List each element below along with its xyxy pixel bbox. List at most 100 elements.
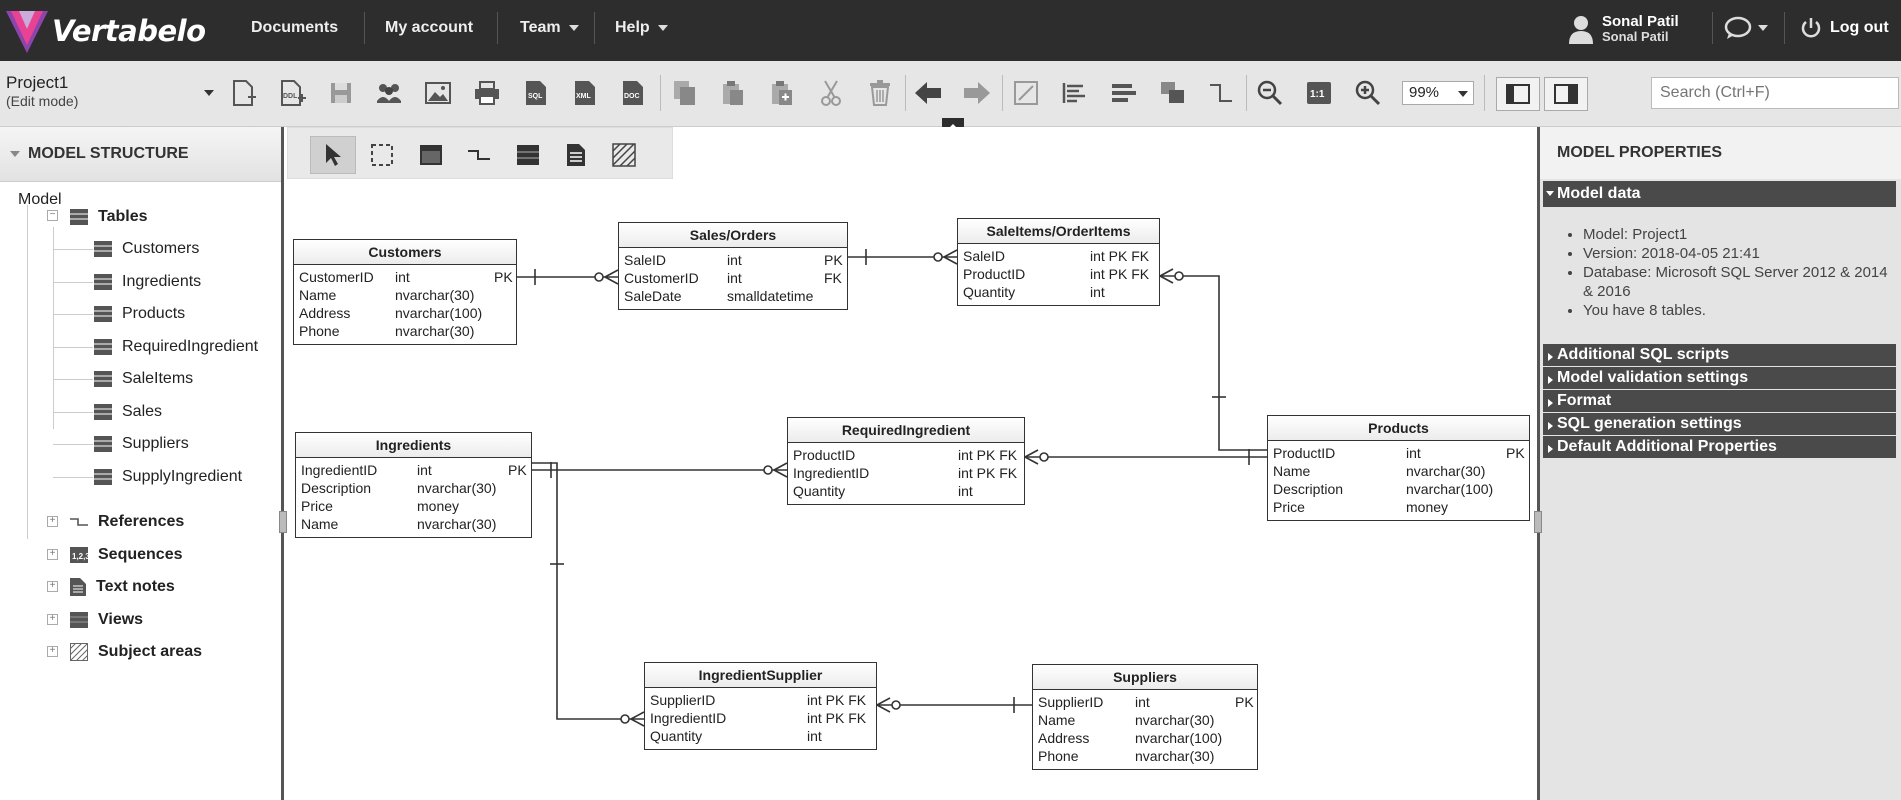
tree-table-item[interactable]: Ingredients [94,273,201,291]
tree-group-item[interactable]: Text notes [70,578,175,596]
collapse-toggle[interactable]: − [47,210,58,221]
layout-left-panel-button[interactable] [1496,77,1540,111]
properties-section[interactable]: Format [1543,390,1896,412]
vertabelo-logo[interactable]: Vertabelo [6,6,206,56]
add-reference-tool[interactable] [456,136,502,174]
duplicate-button[interactable] [766,77,798,109]
left-splitter-handle[interactable] [279,511,287,533]
cut-button[interactable] [815,77,847,109]
tree-table-item[interactable]: RequiredIngredient [94,338,258,356]
arrange-button[interactable] [1157,77,1189,109]
add-view-tool[interactable] [505,136,551,174]
reference-style-button[interactable] [1205,77,1237,109]
many-marker[interactable] [1159,268,1174,284]
expand-toggle[interactable]: + [47,581,58,592]
paste-button[interactable] [717,77,749,109]
expand-toggle[interactable]: + [47,516,58,527]
export-xml-button[interactable]: XML [569,77,601,109]
tree-table-item[interactable]: SupplyIngredient [94,468,242,486]
edit-button[interactable] [1010,77,1042,109]
export-doc-button[interactable]: DOC [617,77,649,109]
tree-group-item[interactable]: References [70,513,184,531]
nav-documents[interactable]: Documents [251,0,338,55]
redo-button[interactable] [961,77,993,109]
expand-toggle[interactable]: + [47,548,58,560]
many-marker[interactable] [1024,449,1039,465]
tree-root-model[interactable]: Model [18,191,62,209]
many-marker[interactable] [630,711,645,727]
align-button[interactable] [1059,77,1091,109]
delete-button[interactable] [864,77,896,109]
chat-menu[interactable] [1724,14,1768,42]
nav-help[interactable]: Help [615,0,668,55]
right-splitter-handle[interactable] [1534,511,1542,533]
add-subject-area-tool[interactable] [601,136,647,174]
search-input[interactable] [1651,77,1899,109]
user-menu[interactable]: Sonal Patil Sonal Patil [1568,9,1679,49]
project-selector[interactable]: Project1 (Edit mode) [6,73,216,113]
expand-toggle[interactable]: + [47,646,58,657]
many-marker[interactable] [943,249,958,265]
relation-ingredients-ingsupplier[interactable] [532,462,644,720]
expand-toggle[interactable]: + [47,613,58,625]
relation-saleitems-products[interactable] [1160,275,1267,451]
nav-team[interactable]: Team [520,0,579,55]
add-table-tool[interactable] [408,136,454,174]
properties-section[interactable]: Additional SQL scripts [1543,344,1896,366]
tree-group-item[interactable]: Subject areas [70,643,202,661]
zoom-reset-button[interactable]: 1:1 [1303,77,1335,109]
many-marker[interactable] [876,697,891,713]
new-document-button[interactable] [228,77,260,109]
distribute-button[interactable] [1108,77,1140,109]
zoom-out-button[interactable] [1254,77,1286,109]
many-marker[interactable] [604,269,619,285]
tree-table-item[interactable]: Suppliers [94,435,189,453]
tree-table-item[interactable]: SaleItems [94,370,193,388]
area-select-tool[interactable] [359,136,405,174]
zoom-in-button[interactable] [1352,77,1384,109]
tree-table-item[interactable]: Customers [94,240,199,258]
team-button[interactable] [373,77,405,109]
properties-section[interactable]: Default Additional Properties [1543,436,1896,458]
model-structure-header[interactable]: MODEL STRUCTURE [0,127,281,182]
export-sql-button[interactable]: SQL [520,77,552,109]
tree-tables[interactable]: Tables [70,208,148,226]
add-text-note-tool[interactable] [553,136,599,174]
tree-table-item[interactable]: Products [94,305,185,323]
copy-button[interactable] [669,77,701,109]
tree-table-item[interactable]: Sales [94,403,162,421]
layout-right-panel-button[interactable] [1544,77,1588,111]
print-button[interactable] [471,77,503,109]
